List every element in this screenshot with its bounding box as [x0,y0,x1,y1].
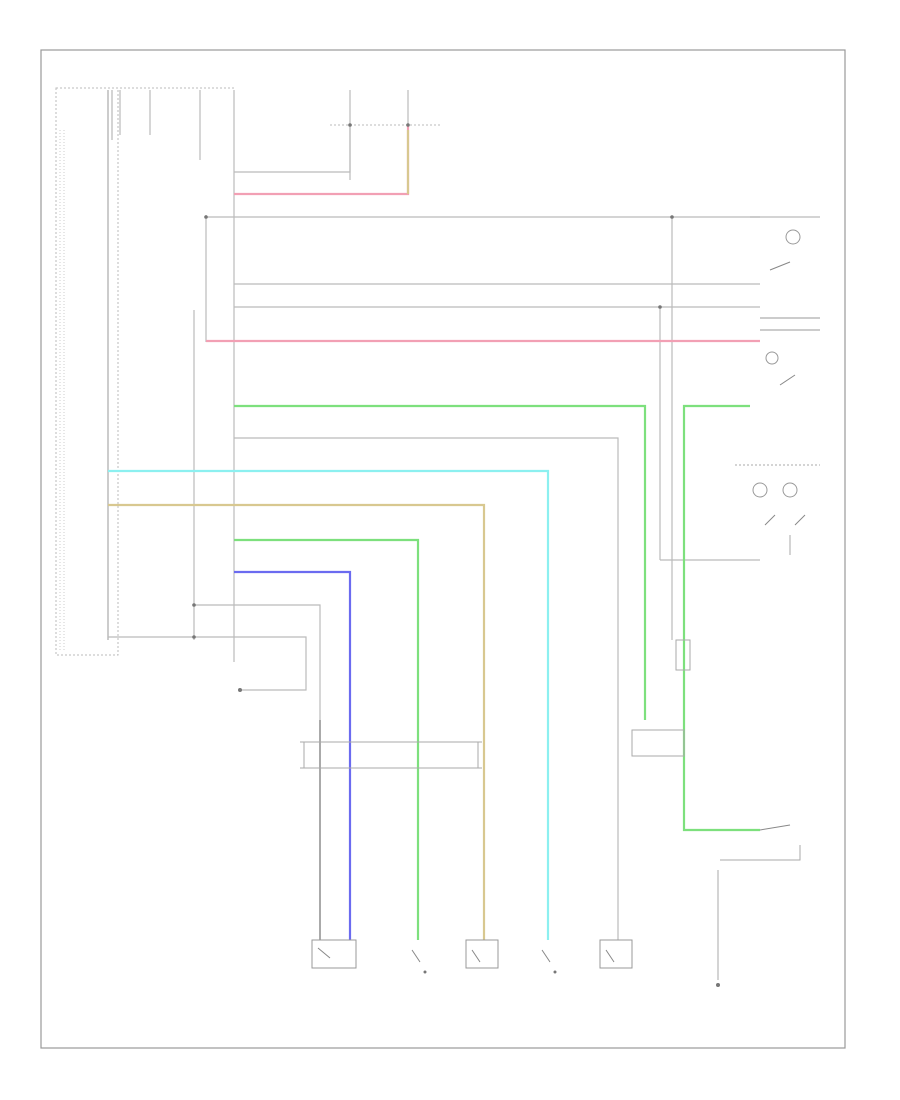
back-door-switch [716,824,801,987]
rear-door-left-switch-icon [599,939,633,969]
cyan-wire [108,469,550,940]
door-switches [311,939,633,974]
luggage-lamp-switch-icon [675,639,691,671]
ground-point [238,688,242,692]
room-lamp-assembly [750,216,820,386]
map-lamp-bulb-icon [765,351,779,365]
map-lamp-left-bulb-icon [752,482,768,498]
door-control-switch-icon [311,939,357,969]
green-wires [234,404,760,940]
blue-wire [234,570,352,940]
junction-dots [192,123,674,639]
tan-wire [108,503,486,940]
red-wires [206,125,760,343]
front-door-left-switch-icon [541,949,557,974]
rear-door-right-switch-icon [465,939,499,969]
vertical-bus [193,90,235,662]
map-lamp-right-bulb-icon [782,482,798,498]
fuse-block-top [56,87,440,180]
diagram-frame [40,49,846,1049]
map-lamp-assembly [735,464,820,555]
front-door-right-switch-icon [411,949,427,974]
junction-block [55,87,119,656]
connector-block [300,639,691,769]
room-lamp-bulb-icon [785,229,801,245]
